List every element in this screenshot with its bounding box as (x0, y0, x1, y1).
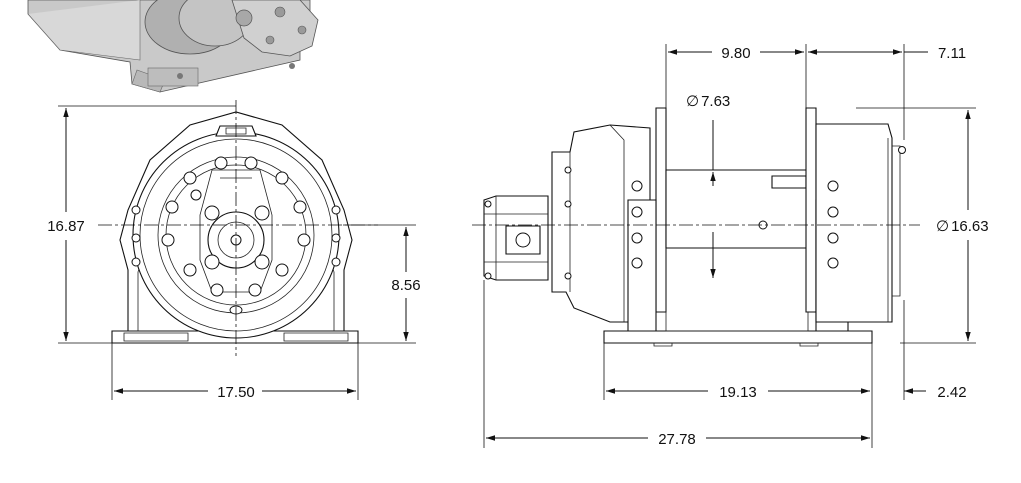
dim-rear-offset: 2.42 (937, 384, 966, 401)
dim-flange-diameter: ∅16.63 (936, 218, 989, 235)
dim-overall-length: 27.78 (658, 431, 696, 448)
extension-lines (58, 44, 976, 448)
diameter-symbol: ∅ (936, 218, 949, 235)
dim-drum-length: 9.80 (721, 45, 750, 62)
dim-base-length: 19.13 (719, 384, 757, 401)
dim-drum-diameter: ∅7.63 (686, 93, 730, 110)
front-view (98, 100, 378, 356)
dim-front-center-height: 8.56 (391, 277, 420, 294)
dim-front-height: 16.87 (47, 218, 85, 235)
side-view (472, 107, 920, 347)
isometric-preview (27, 0, 319, 93)
dim-flange-diameter-value: 16.63 (951, 218, 989, 235)
dimension-lines (63, 49, 971, 441)
dim-drum-diameter-value: 7.63 (701, 93, 730, 110)
diameter-symbol: ∅ (686, 93, 699, 110)
dim-front-width: 17.50 (217, 384, 255, 401)
dim-flange-offset: 7.11 (938, 45, 966, 62)
